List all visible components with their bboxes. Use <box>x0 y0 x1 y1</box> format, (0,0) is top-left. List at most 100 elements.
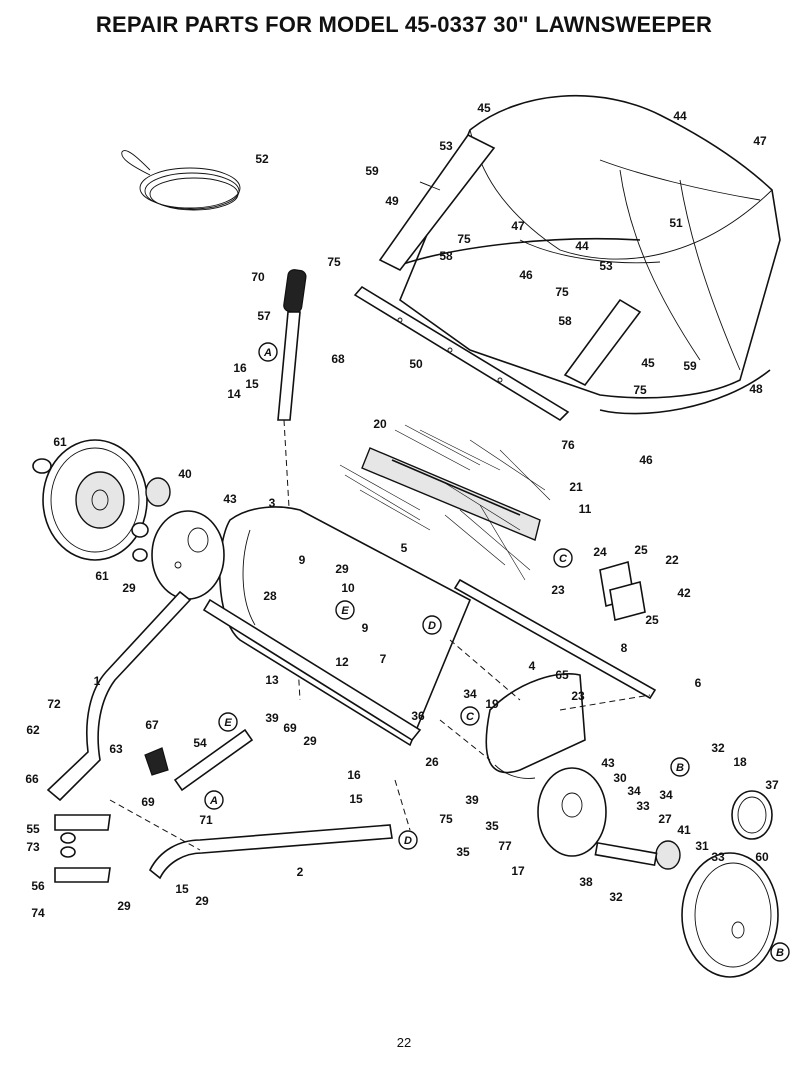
part-callout-53: 53 <box>599 259 613 273</box>
part-callout-58: 58 <box>558 314 572 328</box>
part-callout-29: 29 <box>335 562 349 576</box>
part-callout-34: 34 <box>659 788 673 802</box>
right-hub-part-43 <box>537 767 607 857</box>
part-callout-14: 14 <box>227 387 241 401</box>
reference-circle <box>398 830 418 850</box>
part-callout-75: 75 <box>439 812 453 826</box>
part-callout-29: 29 <box>117 899 131 913</box>
reference-letter-E: E <box>218 712 238 732</box>
reference-letter-text: B <box>676 762 684 774</box>
part-callout-54: 54 <box>193 736 207 750</box>
part-callout-48: 48 <box>749 382 763 396</box>
reference-circle <box>770 942 790 962</box>
right-wheel-part-60 <box>681 852 779 978</box>
part-callout-71: 71 <box>199 813 213 827</box>
bracket-part-24-25 <box>599 560 646 621</box>
part-callout-66: 66 <box>25 772 39 786</box>
reference-letter-text: E <box>224 717 232 729</box>
part-callout-59: 59 <box>683 359 697 373</box>
part-callout-61: 61 <box>53 435 67 449</box>
reference-circle <box>335 600 355 620</box>
reference-circle <box>553 548 573 568</box>
handle-tube-part-1 <box>46 590 192 802</box>
part-callout-51: 51 <box>669 216 683 230</box>
part-callout-9: 9 <box>299 553 306 567</box>
gear-part-41 <box>594 840 681 870</box>
part-callout-68: 68 <box>331 352 345 366</box>
part-callout-35: 35 <box>456 845 470 859</box>
part-callout-45: 45 <box>477 101 491 115</box>
part-callout-18: 18 <box>733 755 747 769</box>
reference-letter-text: A <box>263 347 272 359</box>
reference-letter-B: B <box>770 942 790 962</box>
part-callout-15: 15 <box>175 882 189 896</box>
part-callout-20: 20 <box>373 417 387 431</box>
part-callout-49: 49 <box>385 194 399 208</box>
bar-part-8 <box>453 578 657 700</box>
part-callout-43: 43 <box>223 492 237 506</box>
part-callout-21: 21 <box>569 480 583 494</box>
hub-cap-part-37 <box>731 790 773 840</box>
flat-bar-part-50 <box>353 285 570 422</box>
reference-letter-B: B <box>670 757 690 777</box>
part-callout-75: 75 <box>327 255 341 269</box>
axle-bar-part-12 <box>202 598 422 742</box>
part-callout-26: 26 <box>425 755 439 769</box>
part-callout-32: 32 <box>711 741 725 755</box>
part-callout-77: 77 <box>498 839 512 853</box>
part-callout-5: 5 <box>401 541 408 555</box>
reference-letter-D: D <box>422 615 442 635</box>
reference-circle <box>204 790 224 810</box>
side-plate-part-4 <box>485 672 586 779</box>
part-callout-33: 33 <box>711 850 725 864</box>
part-callout-74: 74 <box>31 906 45 920</box>
part-callout-70: 70 <box>251 270 265 284</box>
part-callout-12: 12 <box>335 655 349 669</box>
part-callout-47: 47 <box>753 134 767 148</box>
part-callout-36: 36 <box>411 709 425 723</box>
part-callout-76: 76 <box>561 438 575 452</box>
part-callout-75: 75 <box>457 232 471 246</box>
part-callout-35: 35 <box>485 819 499 833</box>
left-wheel-part-61 <box>32 439 171 562</box>
hopper-bag-assembly <box>399 95 781 415</box>
part-callout-32: 32 <box>609 890 623 904</box>
part-callout-10: 10 <box>341 581 355 595</box>
reference-letter-text: E <box>341 605 349 617</box>
part-callout-15: 15 <box>245 377 259 391</box>
part-callout-63: 63 <box>109 742 123 756</box>
part-callout-8: 8 <box>621 641 628 655</box>
part-callout-27: 27 <box>658 812 672 826</box>
part-callout-60: 60 <box>755 850 769 864</box>
part-callout-2: 2 <box>297 865 304 879</box>
part-callout-34: 34 <box>463 687 477 701</box>
reference-circle <box>422 615 442 635</box>
part-callout-75: 75 <box>633 383 647 397</box>
reference-circle <box>258 342 278 362</box>
part-callout-25: 25 <box>645 613 659 627</box>
part-callout-69: 69 <box>141 795 155 809</box>
part-callout-39: 39 <box>465 793 479 807</box>
part-callout-4: 4 <box>529 659 536 673</box>
part-callout-40: 40 <box>178 467 192 481</box>
part-callout-25: 25 <box>634 543 648 557</box>
part-callout-37: 37 <box>765 778 779 792</box>
part-callout-50: 50 <box>409 357 423 371</box>
reference-letter-C: C <box>460 706 480 726</box>
reference-letter-text: D <box>404 835 412 847</box>
reference-letter-text: B <box>776 947 784 959</box>
part-callout-45: 45 <box>641 356 655 370</box>
reference-letter-A: A <box>204 790 224 810</box>
handle-tube-part-2 <box>148 824 393 880</box>
page-title: REPAIR PARTS FOR MODEL 45-0337 30" LAWNS… <box>95 12 713 37</box>
part-callout-46: 46 <box>639 453 653 467</box>
part-callout-75: 75 <box>555 285 569 299</box>
part-callout-23: 23 <box>571 689 585 703</box>
brush-assembly <box>339 424 551 581</box>
part-callout-47: 47 <box>511 219 525 233</box>
part-callout-23: 23 <box>551 583 565 597</box>
part-callout-29: 29 <box>195 894 209 908</box>
part-callout-29: 29 <box>122 581 136 595</box>
